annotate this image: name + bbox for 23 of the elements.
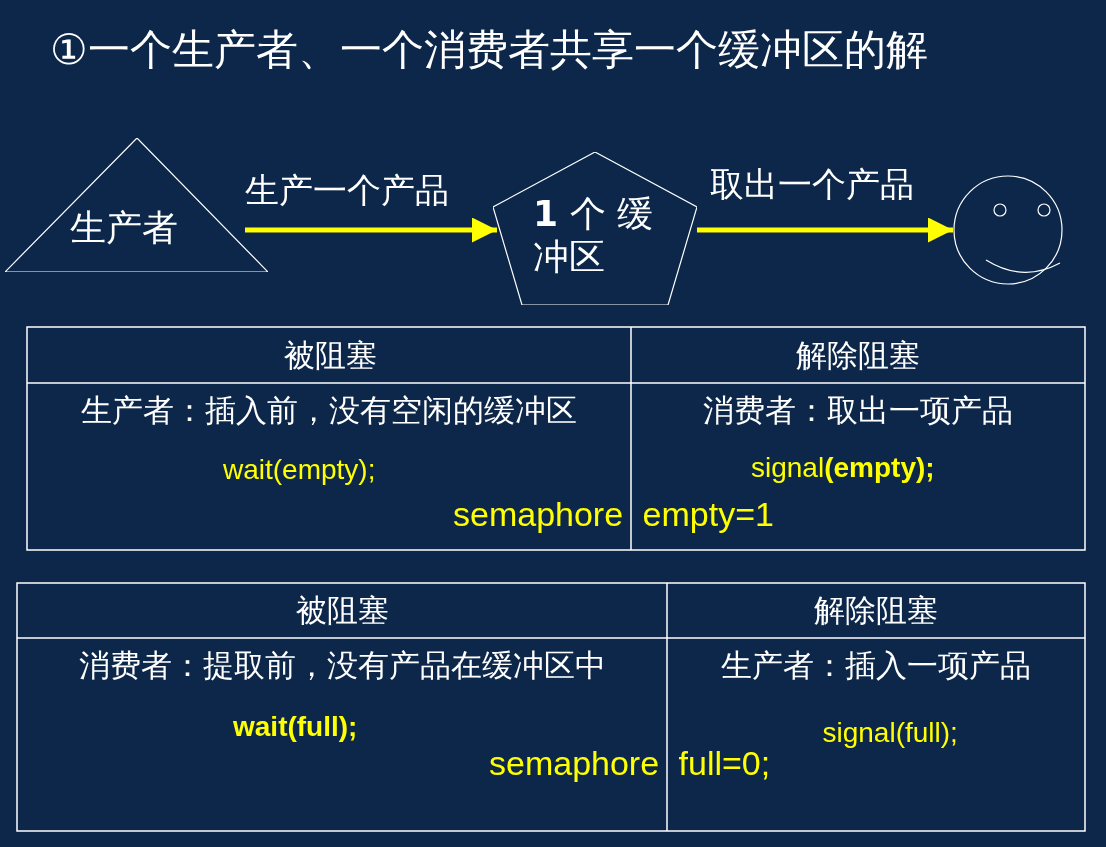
node-label: 生产者 <box>70 206 178 250</box>
pentagon-node <box>493 152 697 305</box>
cell-text: 消费者：提取前，没有产品在缓冲区中 <box>78 649 606 684</box>
code-text: wait(empty); <box>223 454 376 486</box>
code-text: semaphore empty=1 <box>453 495 774 533</box>
table-header: 解除阻塞 <box>796 339 920 374</box>
table-header: 被阻塞 <box>295 594 389 629</box>
code-text: signal(full); <box>822 717 958 749</box>
edge-label: 取出一个产品 <box>710 166 914 204</box>
smiley-face <box>953 175 1063 285</box>
cell-text: 消费者：取出一项产品 <box>703 394 1013 429</box>
cell-text: 生产者：插入前，没有空闲的缓冲区 <box>81 394 577 429</box>
edge-label: 生产一个产品 <box>245 172 449 210</box>
cell-text: 生产者：插入一项产品 <box>721 649 1031 684</box>
slide-title: ①一个生产者、一个消费者共享一个缓冲区的解 <box>50 24 928 76</box>
arrow <box>697 217 953 243</box>
table-header: 被阻塞 <box>283 339 377 374</box>
table-header: 解除阻塞 <box>814 594 938 629</box>
code-text: wait(full); <box>233 711 358 743</box>
arrow <box>245 217 497 243</box>
code-text: semaphore full=0; <box>489 744 771 782</box>
node-label: 1 个 缓冲区 <box>533 192 654 279</box>
code-text: signal(empty); <box>751 452 935 484</box>
